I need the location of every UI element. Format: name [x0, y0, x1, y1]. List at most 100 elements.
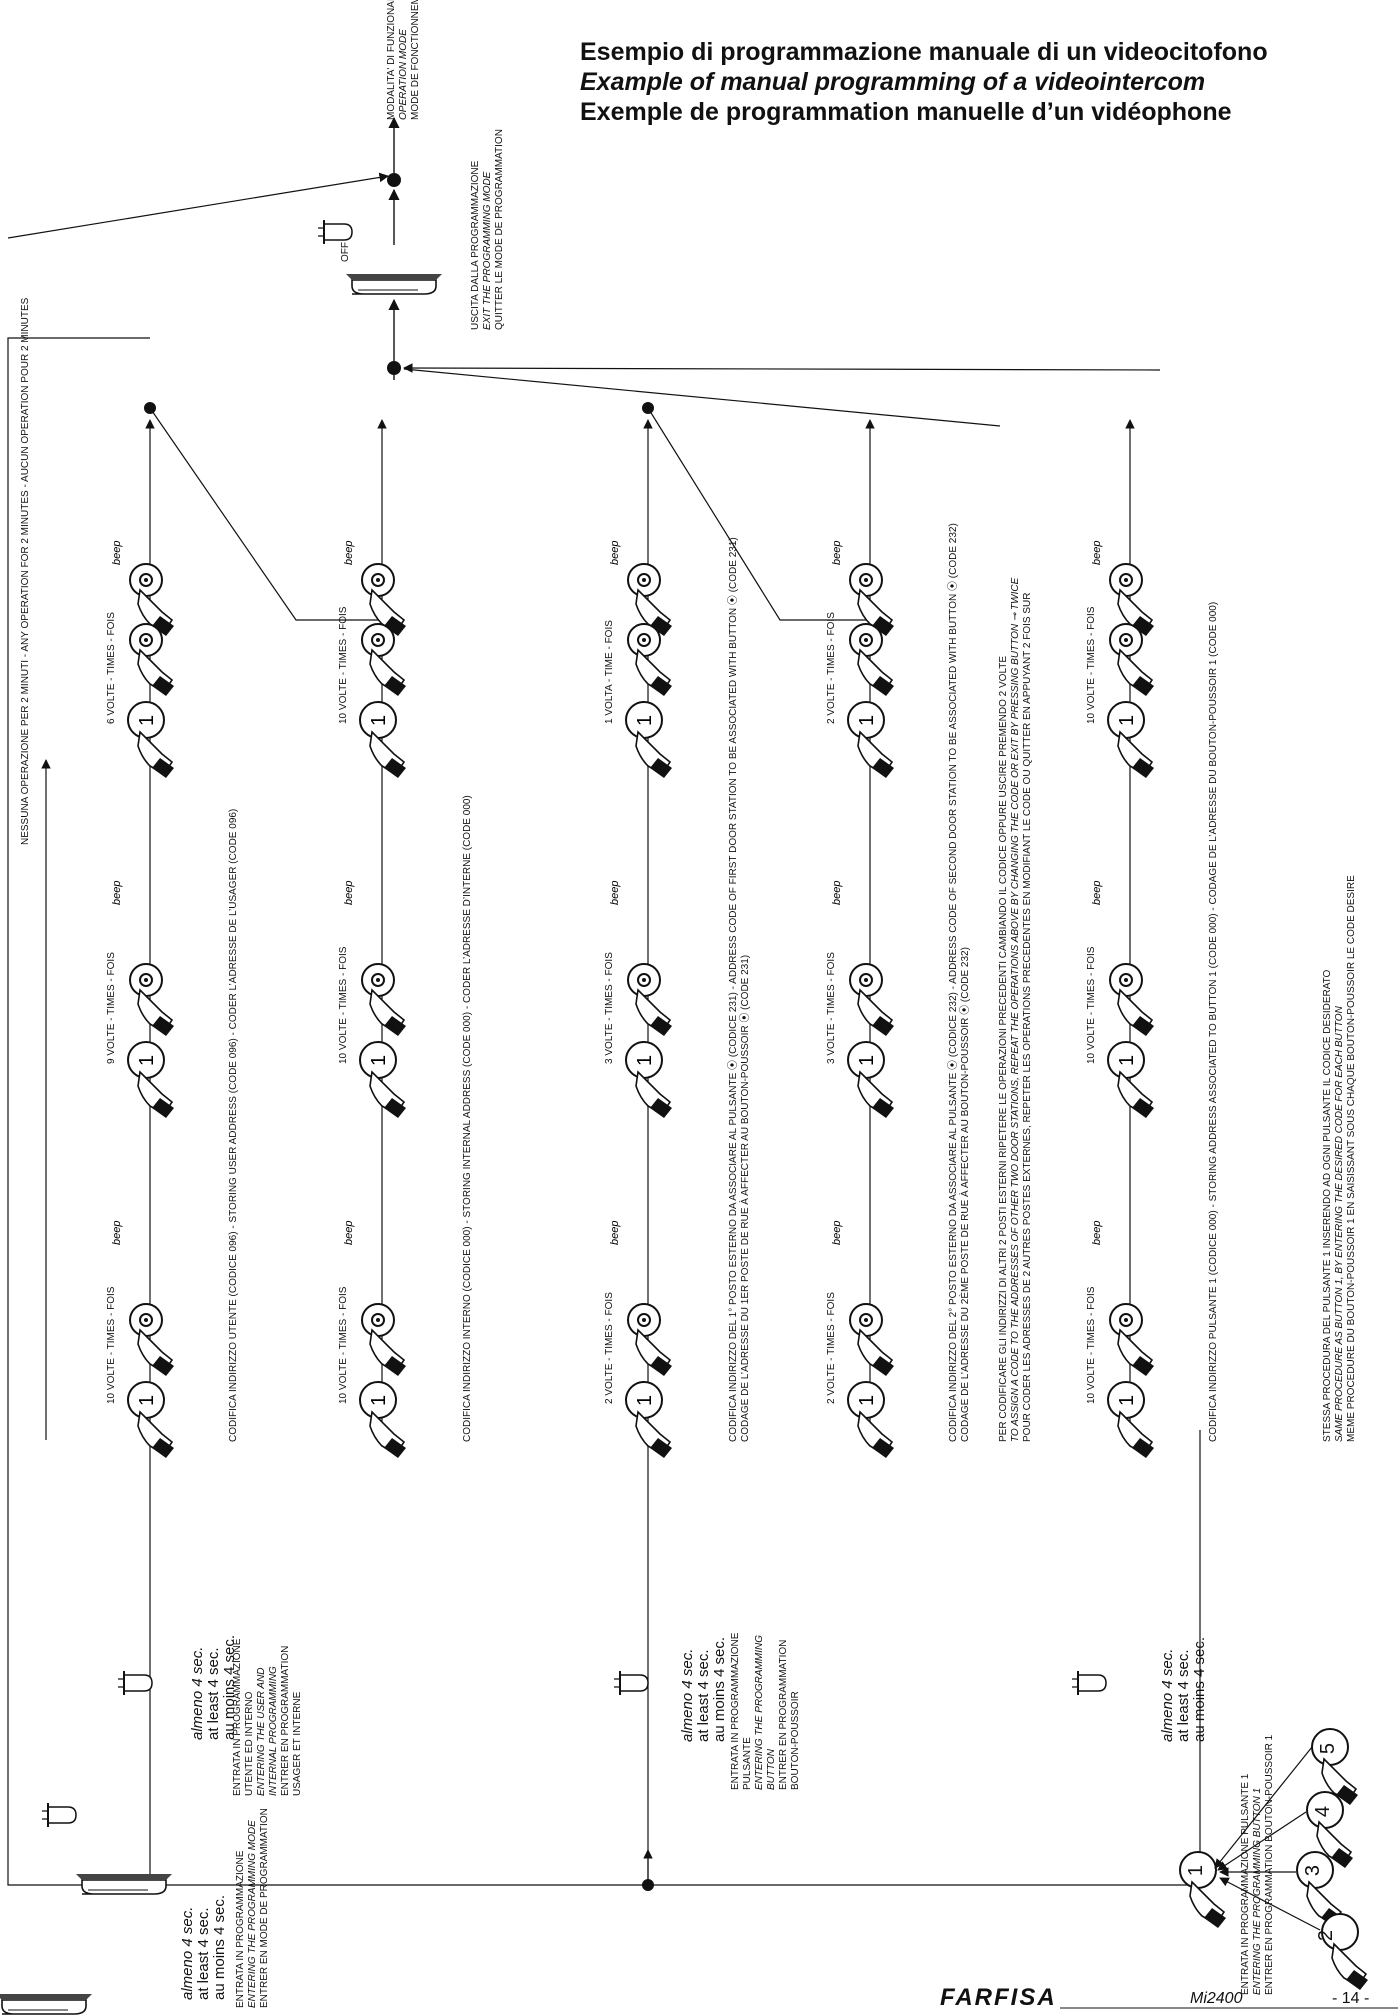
- number-key-label: 1: [368, 1055, 390, 1066]
- call-button-icon: [361, 623, 407, 697]
- beep-label: beep: [609, 1221, 621, 1245]
- row-caption-user: CODIFICA INDIRIZZO UTENTE (CODICE 096) -…: [228, 808, 239, 1442]
- call-button-icon: [129, 1303, 175, 1377]
- number-key-icon: [847, 1381, 895, 1459]
- door-button-icon: [361, 563, 407, 637]
- repeat-count-label: 2 VOLTE - TIMES - FOIS: [604, 1292, 615, 1404]
- entry-programming-label: ENTRATA IN PROGRAMMAZIONE ENTERING THE P…: [235, 1808, 270, 2008]
- number-key-icon: [625, 1041, 673, 1119]
- entry-user-label: ENTRATA IN PROGRAMMAZIONE UTENTE ED INTE…: [232, 1638, 303, 1796]
- repeat-count-label: 10 VOLTE - TIMES - FOIS: [106, 1286, 117, 1404]
- number-key-label: 1: [1116, 1055, 1138, 1066]
- repeat-count-label: 10 VOLTE - TIMES - FOIS: [1086, 1286, 1097, 1404]
- repeat-count-label: 1 VOLTA - TIME - FOIS: [604, 620, 615, 724]
- beep-label: beep: [343, 1221, 355, 1245]
- button-number-3: 3: [1302, 1864, 1325, 1877]
- beep-label: beep: [831, 541, 843, 565]
- number-key-label: 1: [1116, 1395, 1138, 1406]
- exit-programming-label: USCITA DALLA PROGRAMMAZIONE EXIT THE PRO…: [470, 129, 505, 330]
- number-key-icon: [1107, 701, 1155, 779]
- repeat-count-label: 6 VOLTE - TIMES - FOIS: [106, 612, 117, 724]
- button-number-5: 5: [1317, 1742, 1340, 1755]
- beep-label: beep: [1091, 881, 1103, 905]
- number-key-icon: [359, 1381, 407, 1459]
- number-key-label: 1: [368, 1395, 390, 1406]
- title-italian: Esempio di programmazione manuale di un …: [580, 38, 1268, 66]
- number-key-label: 1: [1116, 715, 1138, 726]
- call-button-icon: [1109, 1303, 1155, 1377]
- repeat-count-label: 3 VOLTE - TIMES - FOIS: [826, 952, 837, 1064]
- led-off-label: OFF: [340, 242, 351, 262]
- call-button-icon: [129, 963, 175, 1037]
- number-key-label: 1: [634, 715, 656, 726]
- model-number: Mi2400: [1190, 1990, 1243, 2007]
- number-key-label: 1: [136, 1055, 158, 1066]
- number-key-icon: [1107, 1381, 1155, 1459]
- number-key-label: 1: [856, 1055, 878, 1066]
- beep-label: beep: [111, 881, 123, 905]
- number-key-icon: [127, 1041, 175, 1119]
- entry-button1-label: ENTRATA IN PROGRAMMAZIONE PULSANTE 1 ENT…: [1240, 1734, 1275, 1995]
- call-button-icon: [361, 1303, 407, 1377]
- timeout-label: NESSUNA OPERAZIONE PER 2 MINUTI - ANY OP…: [20, 297, 31, 845]
- number-key-label: 1: [634, 1395, 656, 1406]
- number-key-icon: [847, 701, 895, 779]
- repeat-count-label: 3 VOLTE - TIMES - FOIS: [604, 952, 615, 1064]
- title-french: Exemple de programmation manuelle d’un v…: [580, 98, 1232, 126]
- number-key-label: 1: [634, 1055, 656, 1066]
- call-button-icon: [1109, 963, 1155, 1037]
- number-key-icon: [359, 701, 407, 779]
- note-other-stations: PER CODIFICARE GLI INDIRIZZI DI ALTRI 2 …: [998, 577, 1033, 1442]
- call-button-icon: [1109, 623, 1155, 697]
- repeat-count-label: 10 VOLTE - TIMES - FOIS: [1086, 946, 1097, 1064]
- number-key-icon: [359, 1041, 407, 1119]
- row-caption-door2: CODIFICA INDIRIZZO DEL 2° POSTO ESTERNO …: [948, 523, 971, 1442]
- door-button-icon: [627, 563, 673, 637]
- door-button-icon: [849, 563, 895, 637]
- door-button-icon: [129, 563, 175, 637]
- press-duration-2: almeno 4 sec. at least 4 sec. au moins 4…: [189, 1634, 238, 1740]
- farfisa-logo: FARFISA: [940, 1984, 1057, 2011]
- number-key-icon: [1107, 1041, 1155, 1119]
- number-key-icon: [847, 1041, 895, 1119]
- repeat-count-label: 2 VOLTE - TIMES - FOIS: [826, 612, 837, 724]
- beep-label: beep: [831, 1221, 843, 1245]
- repeat-count-label: 10 VOLTE - TIMES - FOIS: [1086, 606, 1097, 724]
- row-caption-button1: CODIFICA INDIRIZZO PULSANTE 1 (CODICE 00…: [1208, 601, 1219, 1442]
- call-button-icon: [627, 623, 673, 697]
- button-number-2: 2: [1315, 1929, 1338, 1942]
- number-key-icon: [127, 1381, 175, 1459]
- button-number-1: 1: [1185, 1864, 1208, 1877]
- press-duration-3: almeno 4 sec. at least 4 sec. au moins 4…: [679, 1636, 728, 1742]
- title-english: Example of manual programming of a video…: [580, 68, 1206, 96]
- repeat-count-label: 9 VOLTE - TIMES - FOIS: [106, 952, 117, 1064]
- door-button-icon: [1109, 563, 1155, 637]
- repeat-count-label: 2 VOLTE - TIMES - FOIS: [826, 1292, 837, 1404]
- row-flow-lines: [145, 407, 1135, 1430]
- number-key-label: 1: [856, 1395, 878, 1406]
- call-button-icon: [627, 1303, 673, 1377]
- row-caption-internal: CODIFICA INDIRIZZO INTERNO (CODICE 000) …: [462, 795, 473, 1442]
- call-button-icon: [361, 963, 407, 1037]
- call-button-icon: [849, 623, 895, 697]
- press-duration-1: almeno 4 sec. at least 4 sec. au moins 4…: [179, 1894, 228, 2000]
- number-key-icon: [625, 1381, 673, 1459]
- beep-label: beep: [343, 881, 355, 905]
- button-number-4: 4: [1312, 1805, 1335, 1818]
- note-same-procedure: STESSA PROCEDURA DEL PULSANTE 1 INSEREND…: [1322, 875, 1357, 1442]
- call-button-icon: [849, 1303, 895, 1377]
- beep-label: beep: [1091, 1221, 1103, 1245]
- number-key-icon: [625, 701, 673, 779]
- beep-label: beep: [831, 881, 843, 905]
- beep-label: beep: [343, 541, 355, 565]
- beep-label: beep: [609, 541, 621, 565]
- row-caption-door1: CODIFICA INDIRIZZO DEL 1° POSTO ESTERNO …: [728, 537, 751, 1442]
- number-key-label: 1: [856, 715, 878, 726]
- entry-button-label: ENTRATA IN PROGRAMMAZIONE PULSANTE ENTER…: [730, 1632, 801, 1790]
- repeat-count-label: 10 VOLTE - TIMES - FOIS: [338, 1286, 349, 1404]
- call-button-icon: [627, 963, 673, 1037]
- number-key-icon: [127, 701, 175, 779]
- number-key-label: 1: [136, 1395, 158, 1406]
- press-duration-4: almeno 4 sec. at least 4 sec. au moins 4…: [1159, 1636, 1208, 1742]
